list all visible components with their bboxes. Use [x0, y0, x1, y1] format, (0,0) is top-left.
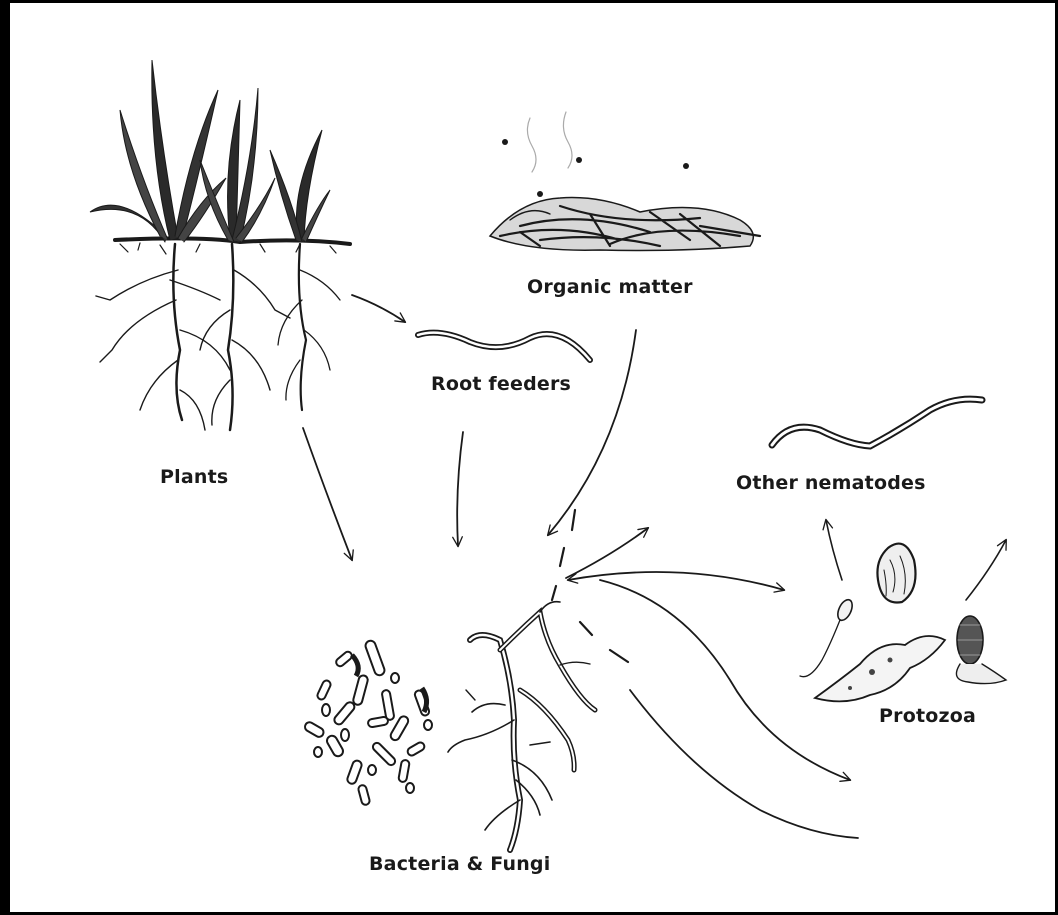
- label-other-nematodes: Other nematodes: [736, 472, 926, 494]
- label-organic-matter: Organic matter: [527, 276, 693, 298]
- other-nematode-illustration: [772, 399, 982, 446]
- arrow-to-other-nematodes: [566, 528, 648, 578]
- arrow-plants-to-bacteria-fungi: [303, 428, 352, 560]
- protozoa-illustration: [800, 520, 1006, 701]
- arrow-plants-to-root-feeders: [352, 295, 405, 322]
- fungi-illustration: [448, 602, 595, 850]
- label-bacteria-fungi: Bacteria & Fungi: [369, 853, 550, 875]
- root-feeder-nematode-illustration: [418, 333, 590, 360]
- arrow-root-feeders-to-bacteria-fungi: [457, 432, 463, 546]
- organic-matter-illustration: [490, 112, 760, 251]
- arrow-outflow-lower: [630, 690, 858, 838]
- plants-illustration: [90, 60, 350, 430]
- label-plants: Plants: [160, 466, 228, 488]
- bacteria-illustration: [303, 639, 432, 805]
- label-protozoa: Protozoa: [879, 705, 976, 727]
- dashed-feeding-link: [552, 510, 628, 662]
- label-root-feeders: Root feeders: [431, 373, 571, 395]
- arrow-to-soil-outflow: [600, 580, 850, 780]
